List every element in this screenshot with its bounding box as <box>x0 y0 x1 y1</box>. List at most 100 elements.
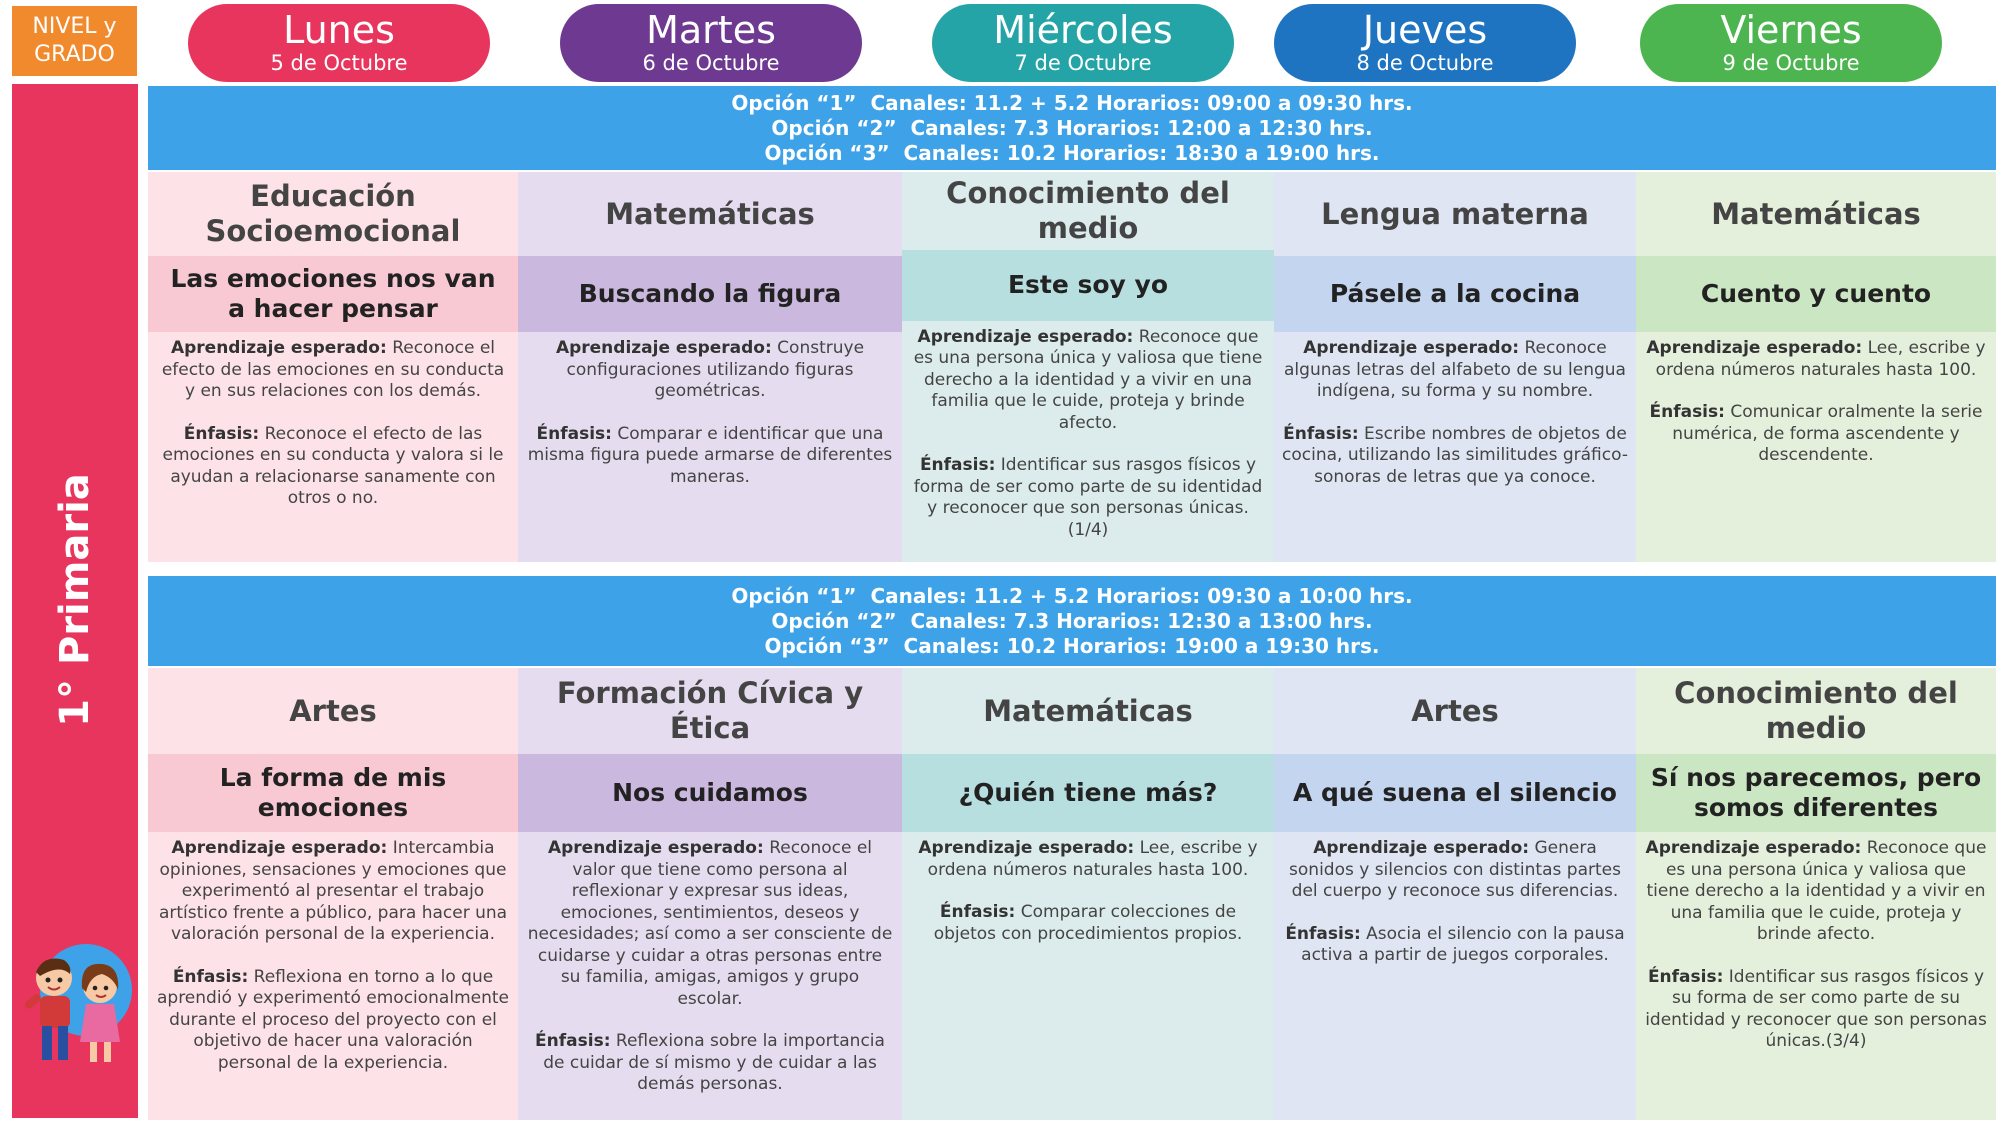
subject-title: Formación Cívica y Ética <box>556 676 864 745</box>
class-description: Aprendizaje esperado: Intercambia opinio… <box>148 832 518 1120</box>
enfasis-text: Asocia el silencio con la pausa activa a… <box>1301 923 1625 966</box>
enfasis-label: Énfasis: <box>1647 966 1724 987</box>
enfasis-paragraph: Énfasis: Reconoce el efecto de las emoci… <box>156 424 510 510</box>
aprendizaje-label: Aprendizaje esperado: <box>170 338 387 358</box>
enfasis-paragraph: Énfasis: Reflexiona sobre la importancia… <box>526 1031 894 1096</box>
aprendizaje-paragraph: Aprendizaje esperado: Reconoce que es un… <box>910 327 1266 435</box>
enfasis-paragraph: Énfasis: Identificar sus rasgos físicos … <box>1644 967 1988 1053</box>
class-description: Aprendizaje esperado: Reconoce que es un… <box>1636 832 1996 1120</box>
topic-title: Nos cuidamos <box>518 754 902 832</box>
enfasis-paragraph: Énfasis: Identificar sus rasgos físicos … <box>910 455 1266 541</box>
schedule-options-band-1: Opción “1” Canales: 11.2 + 5.2 Horarios:… <box>148 86 1996 170</box>
day-name: Viernes <box>1720 8 1862 52</box>
aprendizaje-paragraph: Aprendizaje esperado: Lee, escribe y ord… <box>910 838 1266 881</box>
subject-title: Lengua materna <box>1321 196 1589 231</box>
day-name: Lunes <box>283 8 395 52</box>
aprendizaje-text: Genera sonidos y silencios con distintas… <box>1289 838 1621 901</box>
enfasis-label: Énfasis: <box>536 423 612 444</box>
aprendizaje-text: Reconoce que es una persona única y vali… <box>913 326 1263 433</box>
day-name: Miércoles <box>993 8 1173 52</box>
class-card-lunes-2: Artes La forma de mis emociones Aprendiz… <box>148 668 518 1120</box>
enfasis-label: Énfasis: <box>183 423 260 444</box>
class-card-viernes-2: Conocimiento del medio Sí nos parecemos,… <box>1636 668 1996 1120</box>
option-1-line: Opción “1” Canales: 11.2 + 5.2 Horarios:… <box>731 583 1413 608</box>
aprendizaje-label: Aprendizaje esperado: <box>917 326 1134 347</box>
subject-title: Artes <box>289 693 377 728</box>
class-card-jueves-1: Lengua materna Pásele a la cocina Aprend… <box>1274 172 1636 562</box>
subject-title: Conocimiento del medio <box>946 175 1230 245</box>
enfasis-text: Comparar colecciones de objetos con proc… <box>933 902 1243 944</box>
day-header-viernes: Viernes 9 de Octubre <box>1640 4 1942 82</box>
day-name: Martes <box>646 8 776 52</box>
day-header-lunes: Lunes 5 de Octubre <box>188 4 490 82</box>
option-3-line: Opción “3” Canales: 10.2 Horarios: 19:00… <box>764 633 1380 658</box>
enfasis-paragraph: Énfasis: Reflexiona en torno a lo que ap… <box>156 967 510 1075</box>
class-description: Aprendizaje esperado: Construye configur… <box>518 332 902 562</box>
aprendizaje-paragraph: Aprendizaje esperado: Construye configur… <box>526 338 894 403</box>
option-3-line: Opción “3” Canales: 10.2 Horarios: 18:30… <box>764 140 1380 165</box>
enfasis-label: Énfasis: <box>1649 402 1725 422</box>
subject-title: Artes <box>1411 693 1499 728</box>
aprendizaje-paragraph: Aprendizaje esperado: Intercambia opinio… <box>156 838 510 946</box>
subject-title: Educación Socioemocional <box>205 179 461 248</box>
class-card-jueves-2: Artes A qué suena el silencio Aprendizaj… <box>1274 668 1636 1120</box>
aprendizaje-text: Intercambia opiniones, sensaciones y emo… <box>158 838 508 944</box>
class-description: Aprendizaje esperado: Reconoce algunas l… <box>1274 332 1636 562</box>
aprendizaje-label: Aprendizaje esperado: <box>171 838 388 858</box>
enfasis-text: Comunicar oralmente la serie numérica, d… <box>1672 402 1983 465</box>
aprendizaje-paragraph: Aprendizaje esperado: Genera sonidos y s… <box>1282 838 1628 903</box>
enfasis-text: Escribe nombres de objetos de cocina, ut… <box>1282 423 1628 487</box>
aprendizaje-label: Aprendizaje esperado: <box>1646 338 1863 358</box>
class-card-miercoles-2: Matemáticas ¿Quién tiene más? Aprendizaj… <box>902 668 1274 1120</box>
class-description: Aprendizaje esperado: Lee, escribe y ord… <box>902 832 1274 1120</box>
kids-illustration <box>24 944 132 1062</box>
topic-title: La forma de mis emociones <box>148 754 518 832</box>
enfasis-text: Reflexiona sobre la importancia de cuida… <box>543 1031 885 1094</box>
schedule-options-band-2: Opción “1” Canales: 11.2 + 5.2 Horarios:… <box>148 576 1996 666</box>
enfasis-text: Reconoce el efecto de las emociones en s… <box>162 423 504 509</box>
class-card-martes-2: Formación Cívica y Ética Nos cuidamos Ap… <box>518 668 902 1120</box>
enfasis-label: Énfasis: <box>172 966 249 987</box>
enfasis-label: Énfasis: <box>535 1031 611 1051</box>
class-description: Aprendizaje esperado: Reconoce el efecto… <box>148 332 518 562</box>
subject-title: Conocimiento del medio <box>1674 676 1958 745</box>
aprendizaje-text: Lee, escribe y ordena números naturales … <box>1655 338 1986 380</box>
option-2-line: Opción “2” Canales: 7.3 Horarios: 12:30 … <box>771 608 1373 633</box>
enfasis-paragraph: Énfasis: Comparar e identificar que una … <box>526 424 894 489</box>
aprendizaje-text: Reconoce el valor que tiene como persona… <box>527 838 893 1009</box>
topic-title: Este soy yo <box>902 249 1274 321</box>
enfasis-label: Énfasis: <box>1283 423 1359 444</box>
aprendizaje-paragraph: Aprendizaje esperado: Lee, escribe y ord… <box>1644 338 1988 381</box>
class-description: Aprendizaje esperado: Lee, escribe y ord… <box>1636 332 1996 562</box>
aprendizaje-label: Aprendizaje esperado: <box>547 838 764 858</box>
option-1-line: Opción “1” Canales: 11.2 + 5.2 Horarios:… <box>731 90 1413 115</box>
class-description: Aprendizaje esperado: Reconoce el valor … <box>518 832 902 1120</box>
day-date: 8 de Octubre <box>1356 51 1494 75</box>
aprendizaje-text: Reconoce que es una persona única y vali… <box>1646 838 1987 944</box>
enfasis-text: Reflexiona en torno a lo que aprendió y … <box>156 966 509 1073</box>
enfasis-text: Identificar sus rasgos físicos y su form… <box>1645 966 1987 1052</box>
aprendizaje-paragraph: Aprendizaje esperado: Reconoce algunas l… <box>1282 338 1628 403</box>
subject-title: Matemáticas <box>605 196 815 231</box>
nivel-line-2: GRADO <box>34 42 115 67</box>
aprendizaje-paragraph: Aprendizaje esperado: Reconoce el efecto… <box>156 338 510 403</box>
aprendizaje-label: Aprendizaje esperado: <box>1313 838 1530 858</box>
class-card-martes-1: Matemáticas Buscando la figura Aprendiza… <box>518 172 902 562</box>
aprendizaje-paragraph: Aprendizaje esperado: Reconoce que es un… <box>1644 838 1988 946</box>
enfasis-text: Comparar e identificar que una misma fig… <box>527 423 893 487</box>
day-date: 5 de Octubre <box>270 51 408 75</box>
topic-title: Pásele a la cocina <box>1274 256 1636 332</box>
enfasis-text: Identificar sus rasgos físicos y forma d… <box>913 455 1263 540</box>
class-card-lunes-1: Educación Socioemocional Las emociones n… <box>148 172 518 562</box>
aprendizaje-text: Reconoce el efecto de las emociones en s… <box>161 338 505 401</box>
subject-title: Matemáticas <box>983 693 1193 728</box>
enfasis-paragraph: Énfasis: Comunicar oralmente la serie nu… <box>1644 402 1988 467</box>
enfasis-label: Énfasis: <box>939 902 1016 922</box>
aprendizaje-paragraph: Aprendizaje esperado: Reconoce el valor … <box>526 838 894 1010</box>
class-card-viernes-1: Matemáticas Cuento y cuento Aprendizaje … <box>1636 172 1996 562</box>
class-card-miercoles-1: Conocimiento del medio Este soy yo Apren… <box>902 172 1274 562</box>
day-header-martes: Martes 6 de Octubre <box>560 4 862 82</box>
class-description: Aprendizaje esperado: Genera sonidos y s… <box>1274 832 1636 1120</box>
enfasis-paragraph: Énfasis: Asocia el silencio con la pausa… <box>1282 924 1628 967</box>
grade-label: 1° Primaria <box>52 473 98 727</box>
